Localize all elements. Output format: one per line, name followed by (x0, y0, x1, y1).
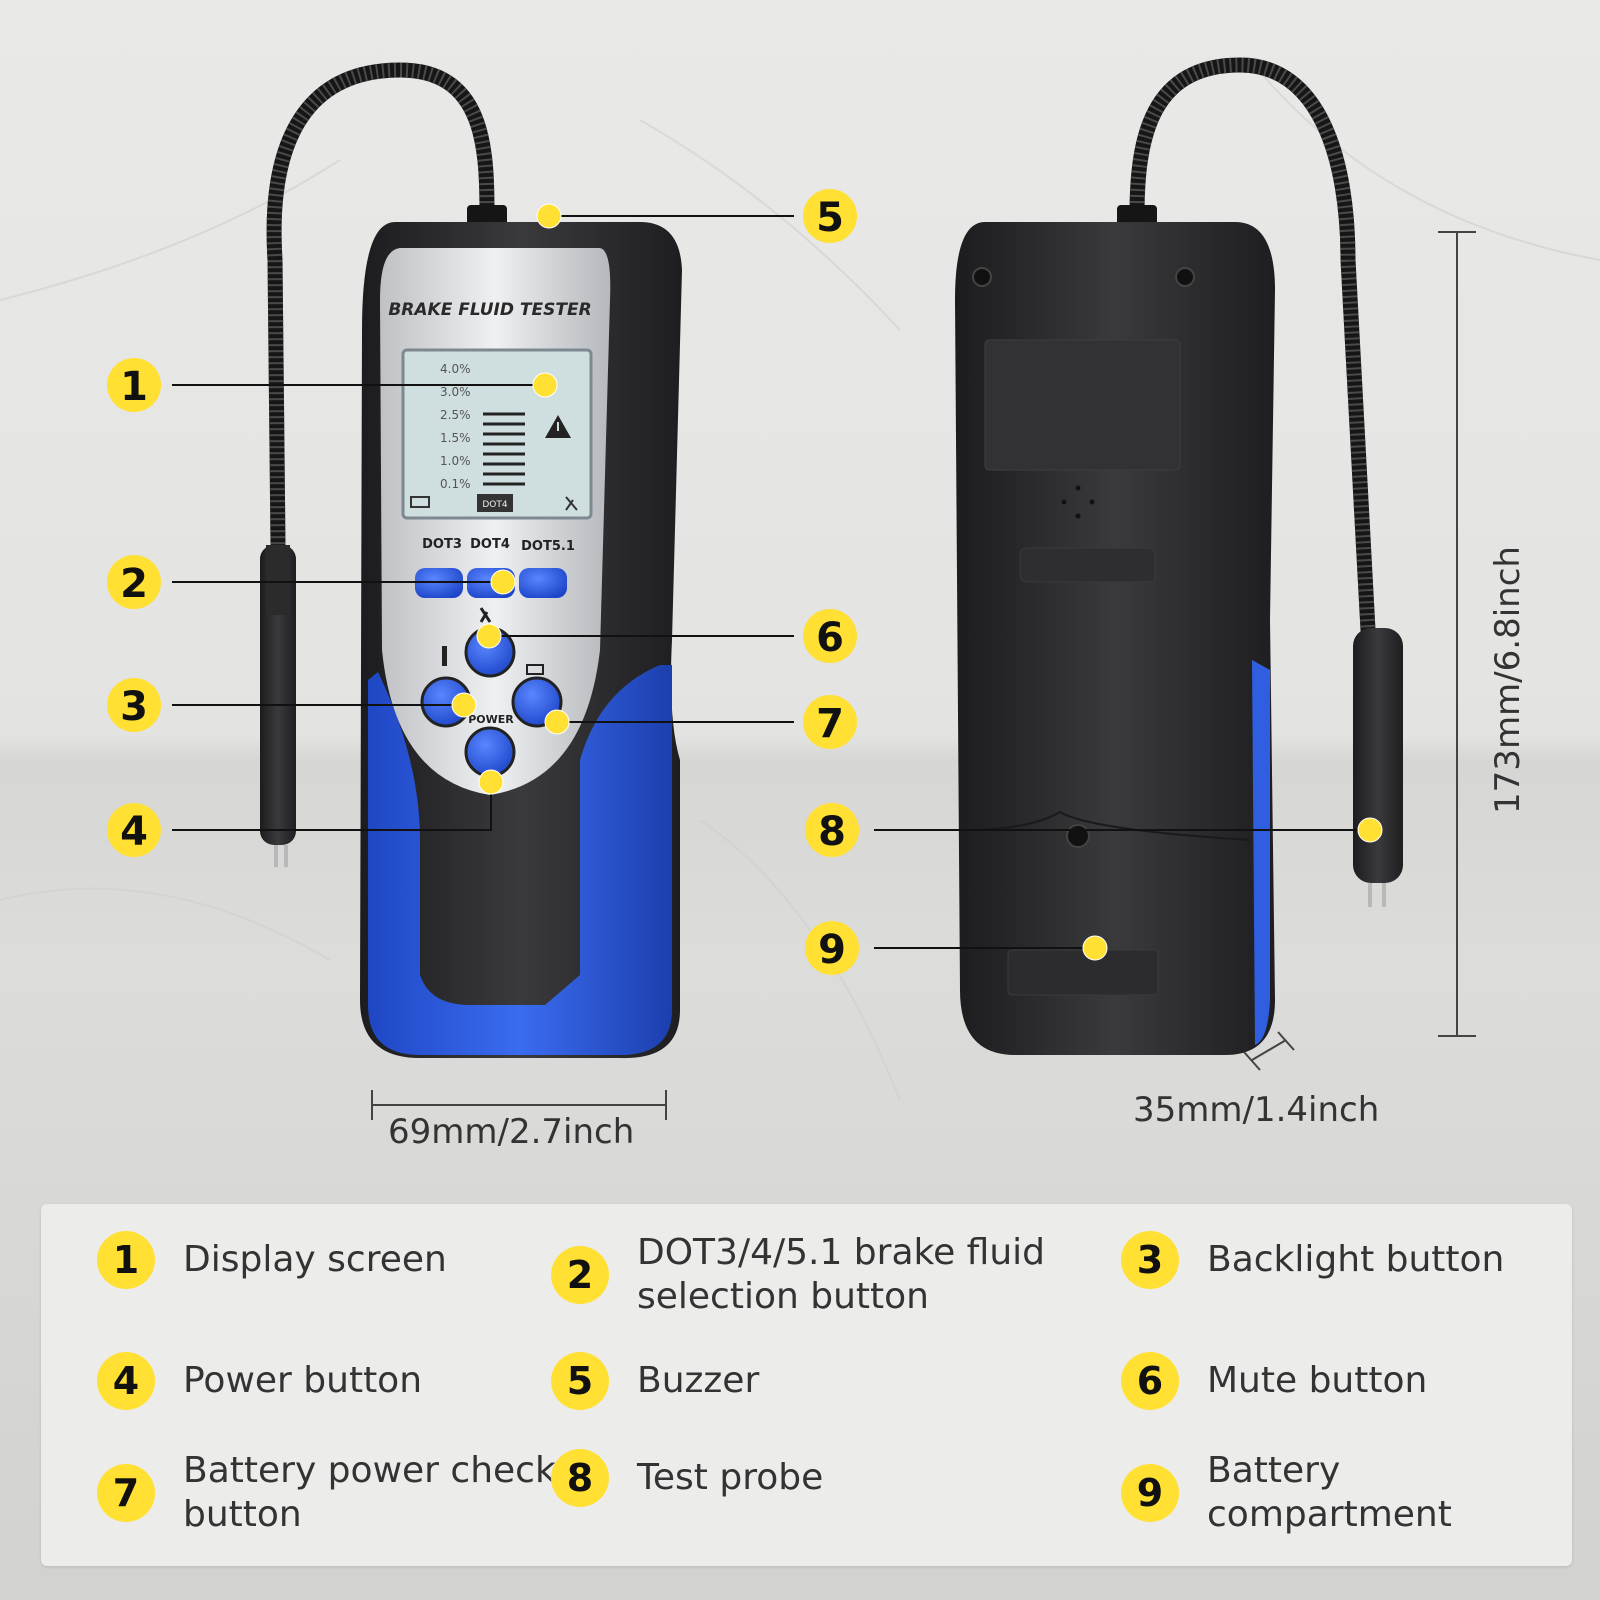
dimension-lines (371, 231, 1476, 1120)
legend-item: 7 Battery power check button (97, 1449, 583, 1537)
svg-text:7: 7 (816, 701, 844, 747)
height-dimension-label: 173mm/6.8inch (1488, 546, 1528, 814)
svg-text:8: 8 (818, 809, 846, 855)
legend-number-badge: 7 (97, 1464, 155, 1522)
lcd-scale-label: 4.0% (440, 362, 471, 376)
dot3-label: DOT3 (422, 537, 462, 552)
marble-veins (0, 59, 1600, 1101)
legend-item: 5 Buzzer (551, 1352, 1037, 1410)
lcd-scale-label: 2.5% (440, 408, 471, 422)
legend-text: Battery compartment (1207, 1450, 1452, 1535)
callout-badge: 9 (805, 921, 859, 975)
mute-symbol-icon (479, 607, 492, 623)
dot51-label: DOT5.1 (521, 539, 575, 554)
callout-badge: 4 (107, 803, 161, 857)
power-button[interactable] (464, 726, 516, 778)
legend-item: 6 Mute button (1121, 1352, 1600, 1410)
legend-text: Buzzer (637, 1360, 760, 1401)
callout-dots (451, 203, 1383, 961)
svg-text:9: 9 (818, 927, 846, 973)
dot51-button[interactable] (519, 568, 567, 598)
svg-text:2: 2 (120, 561, 148, 607)
legend-number-badge: 3 (1121, 1231, 1179, 1289)
callout-badge: 5 (803, 189, 857, 243)
svg-text:6: 6 (816, 615, 844, 661)
front-blue-grip (368, 665, 672, 1055)
buzzer-holes (1061, 485, 1095, 519)
legend-item: 2 DOT3/4/5.1 brake fluid selection butto… (551, 1231, 1077, 1319)
callout-badge: 8 (805, 803, 859, 857)
callout-badge: 2 (107, 555, 161, 609)
front-view: BRAKE FLUID TESTER 4.0% 3.0% 2.5% 1.5% 1… (260, 62, 682, 1059)
back-view (955, 57, 1403, 1055)
mute-lcd-icon (565, 496, 578, 511)
width-dimension-label: 69mm/2.7inch (388, 1112, 635, 1152)
legend-text: DOT3/4/5.1 brake fluid selection button (637, 1232, 1046, 1317)
legend-number-badge: 8 (551, 1449, 609, 1507)
lcd-scale-label: 1.0% (440, 454, 471, 468)
battery-cover (1007, 949, 1159, 996)
back-screw-icon (1066, 824, 1090, 848)
legend-item: 3 Backlight button (1121, 1231, 1600, 1289)
lcd-scale-label: 3.0% (440, 385, 471, 399)
legend-text: Test probe (637, 1457, 824, 1498)
svg-text:4: 4 (120, 809, 148, 855)
back-label-area (984, 339, 1181, 471)
callout-badge: 7 (803, 695, 857, 749)
legend-text: Battery power check button (183, 1450, 556, 1535)
legend-item: 1 Display screen (97, 1231, 583, 1289)
callout-lines (172, 215, 1370, 949)
lcd-scale-label: 0.1% (440, 477, 471, 491)
brand-label: BRAKE FLUID TESTER (388, 300, 591, 320)
front-probe-tip (260, 545, 296, 845)
legend-number-badge: 1 (97, 1231, 155, 1289)
back-probe-tip (1353, 628, 1403, 883)
power-label: POWER (468, 713, 514, 726)
lcd-mode: DOT4 (482, 500, 508, 510)
svg-text:1: 1 (120, 364, 148, 410)
legend-item: 4 Power button (97, 1352, 583, 1410)
dot4-label: DOT4 (470, 537, 510, 552)
lcd-level-bars (483, 412, 525, 486)
svg-text:3: 3 (120, 684, 148, 730)
legend-number-badge: 5 (551, 1352, 609, 1410)
legend-number-badge: 4 (97, 1352, 155, 1410)
legend-item: 8 Test probe (551, 1449, 1037, 1507)
legend-text: Mute button (1207, 1360, 1428, 1401)
legend-text: Power button (183, 1360, 423, 1401)
callout-badge: 3 (107, 678, 161, 732)
legend-item: 9 Battery compartment (1121, 1449, 1527, 1537)
legend-number-badge: 9 (1121, 1464, 1179, 1522)
legend-text: Display screen (183, 1239, 447, 1280)
battery-icon (410, 496, 430, 508)
legend-number-badge: 6 (1121, 1352, 1179, 1410)
legend-panel: 1 Display screen 2 DOT3/4/5.1 brake flui… (41, 1204, 1572, 1566)
callout-badge: 1 (107, 358, 161, 412)
screw-icon (972, 267, 992, 287)
lcd-scale-label: 1.5% (440, 431, 471, 445)
flashlight-icon (442, 646, 447, 666)
legend-text: Backlight button (1207, 1239, 1505, 1280)
callout-badge: 6 (803, 609, 857, 663)
callout-badges: 1 2 3 4 5 6 7 8 (107, 189, 859, 975)
svg-text:5: 5 (816, 195, 844, 241)
legend-number-badge: 2 (551, 1246, 609, 1304)
screw-icon (1175, 267, 1195, 287)
battery-check-icon (526, 664, 544, 675)
depth-dimension-label: 35mm/1.4inch (1133, 1090, 1380, 1130)
